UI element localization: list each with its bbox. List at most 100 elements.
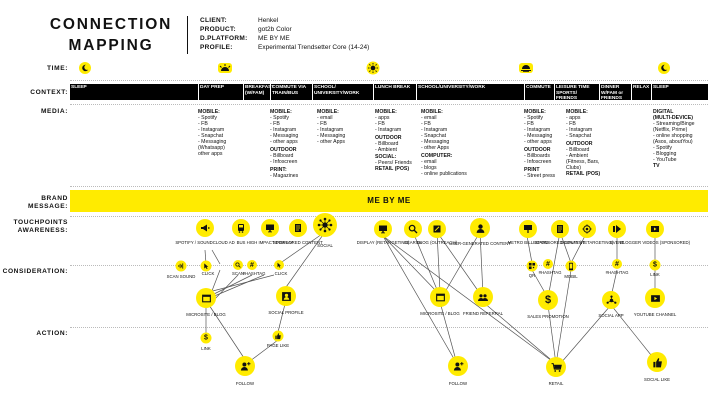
media-item: - apps <box>566 115 581 121</box>
context-label: CONTEXT: <box>30 89 68 96</box>
media-item: (Asos, aboutYou) <box>653 139 693 145</box>
cart-icon[interactable] <box>546 357 566 377</box>
event-icon[interactable] <box>608 220 626 238</box>
media-list: - Billboards- Infoscreen <box>524 153 555 165</box>
user-icon[interactable] <box>470 218 490 238</box>
follow-2-label: FOLLOW <box>448 381 468 386</box>
social-app-icon[interactable] <box>602 291 620 309</box>
document-icon[interactable] <box>289 219 307 237</box>
dollar-icon[interactable]: $ <box>538 290 558 310</box>
hashtag-icon[interactable]: # <box>543 259 553 269</box>
blog-outreach-label: BLOG (OUTREACH) <box>416 240 458 245</box>
social-network-icon[interactable] <box>313 213 337 237</box>
media-item: - Instagram <box>421 127 448 133</box>
mobile-icon[interactable] <box>565 260 577 272</box>
profile-value: Experimental Trendsetter Core (14-24) <box>258 44 370 51</box>
hashtag-icon[interactable]: # <box>247 260 257 270</box>
sun-icon <box>366 61 380 75</box>
display-icon[interactable] <box>374 220 392 238</box>
thumbs-up-icon[interactable] <box>647 352 667 372</box>
browser-icon[interactable] <box>430 287 450 307</box>
display-icon[interactable] <box>261 219 279 237</box>
dollar-link-icon[interactable]: $ <box>200 332 212 344</box>
media-item: - Billboard <box>375 141 399 147</box>
media-item: - online shopping <box>653 133 693 139</box>
thumbs-up-icon[interactable] <box>272 330 284 342</box>
megaphone-icon[interactable] <box>196 219 214 237</box>
retail-label: RETAIL <box>548 381 564 386</box>
separator <box>70 186 708 187</box>
profile-icon[interactable] <box>276 286 296 306</box>
media-list: - Billboard- Ambient <box>375 141 412 153</box>
separator <box>70 104 708 105</box>
display-1-label: DISPLAY (RETARGETING) <box>356 240 410 245</box>
media-item: - email <box>421 159 437 165</box>
media-item: (Netflix, Prime) <box>653 127 688 133</box>
context-school-2: SCHOOL/UNIVERSITY/WORK <box>416 84 524 100</box>
media-item: - other Apps <box>317 139 345 145</box>
hashtag-icon[interactable]: # <box>612 259 622 269</box>
cursor-icon[interactable] <box>200 260 212 272</box>
media-item: - apps <box>375 115 390 121</box>
cursor-icon[interactable] <box>274 260 284 270</box>
add-user-icon[interactable] <box>235 356 255 376</box>
media-item: - Instagram <box>317 127 344 133</box>
media-item: - Blogging <box>653 151 677 157</box>
media-item: - FB <box>421 121 431 127</box>
sound-wave-icon[interactable] <box>175 260 187 272</box>
separator <box>70 80 708 81</box>
dollar-link-icon[interactable]: $ <box>649 259 661 271</box>
blog-icon[interactable] <box>428 220 446 238</box>
brand-message: ME BY ME <box>367 196 411 205</box>
media-list: - Magazines <box>270 173 298 179</box>
platform-label: D.PLATFORM: <box>200 35 248 42</box>
page-title: CONNECTION MAPPING <box>49 16 173 54</box>
browser-icon[interactable] <box>196 288 216 308</box>
video-icon[interactable] <box>646 220 664 238</box>
microsite-1-label: MICROSITE / BLOG <box>186 312 226 317</box>
media-col-commute: MOBILE: - Spotify- FB- Instagram- Messag… <box>270 109 299 179</box>
sunset-icon <box>519 63 533 73</box>
search-icon[interactable] <box>404 220 422 238</box>
media-item: - Messaging <box>421 139 450 145</box>
separator <box>70 216 708 217</box>
qr-code-icon[interactable] <box>526 260 538 272</box>
media-item: - Instagram <box>270 127 297 133</box>
media-item: (Fitness, Bars, <box>566 159 600 165</box>
event-label: EVENT <box>609 240 625 245</box>
search-icon[interactable] <box>233 260 243 270</box>
client-label: CLIENT: <box>200 17 228 24</box>
video-icon[interactable] <box>645 288 665 308</box>
media-list: - apps- FB- Instagram <box>375 115 412 133</box>
media-list: - Streaming/Binge (Netflix, Prime)- onli… <box>653 121 695 163</box>
profile-label: PROFILE: <box>200 44 233 51</box>
document-icon[interactable] <box>551 220 569 238</box>
media-item: - YouTube <box>653 157 677 163</box>
add-user-icon[interactable] <box>448 356 468 376</box>
media-item: - Ambient <box>375 147 397 153</box>
media-col-lunch: MOBILE: - apps- FB- Instagram OUTDOOR - … <box>375 109 412 172</box>
context-relax: RELAX <box>631 84 651 100</box>
group-icon[interactable] <box>473 287 493 307</box>
action-label: ACTION: <box>36 330 68 337</box>
context-lunch: LUNCH BREAK <box>373 84 416 100</box>
target-icon[interactable] <box>578 220 596 238</box>
moon-icon <box>658 62 670 74</box>
context-leisure: LEISURE TIME SPORTS/ FRIENDS <box>554 84 599 101</box>
media-list: - Spotify- FB- Instagram- Messaging- oth… <box>270 115 298 145</box>
billboard-icon[interactable] <box>519 220 537 238</box>
media-list: - Spotify- FB- Instagram- Messaging- oth… <box>524 115 555 145</box>
sales-promotion-label: SALES PROMOTION <box>527 314 569 319</box>
bus-icon[interactable] <box>232 219 250 237</box>
media-list: - Spotify- FB- Instagram- Snapchat- Mess… <box>198 115 226 157</box>
media-list: - apps- FB- Instagram- Snapchat <box>566 115 600 139</box>
media-item: - Snapchat <box>198 133 224 139</box>
media-label: MEDIA: <box>40 108 68 115</box>
media-col-commute-2: MOBILE: - Spotify- FB- Instagram- Messag… <box>524 109 556 179</box>
media-item: - FB <box>317 121 327 127</box>
brand-message-label: BRAND MESSAGE: <box>28 195 68 210</box>
context-bar: SLEEP DAY PREP BREAKFAST (W/FAM) COMMUTE… <box>70 84 708 101</box>
media-col-relax: DIGITAL (MULTI-DEVICE) - Streaming/Binge… <box>653 109 695 169</box>
media-item: - Street press <box>524 173 556 179</box>
link-1-label: LINK <box>201 346 211 351</box>
